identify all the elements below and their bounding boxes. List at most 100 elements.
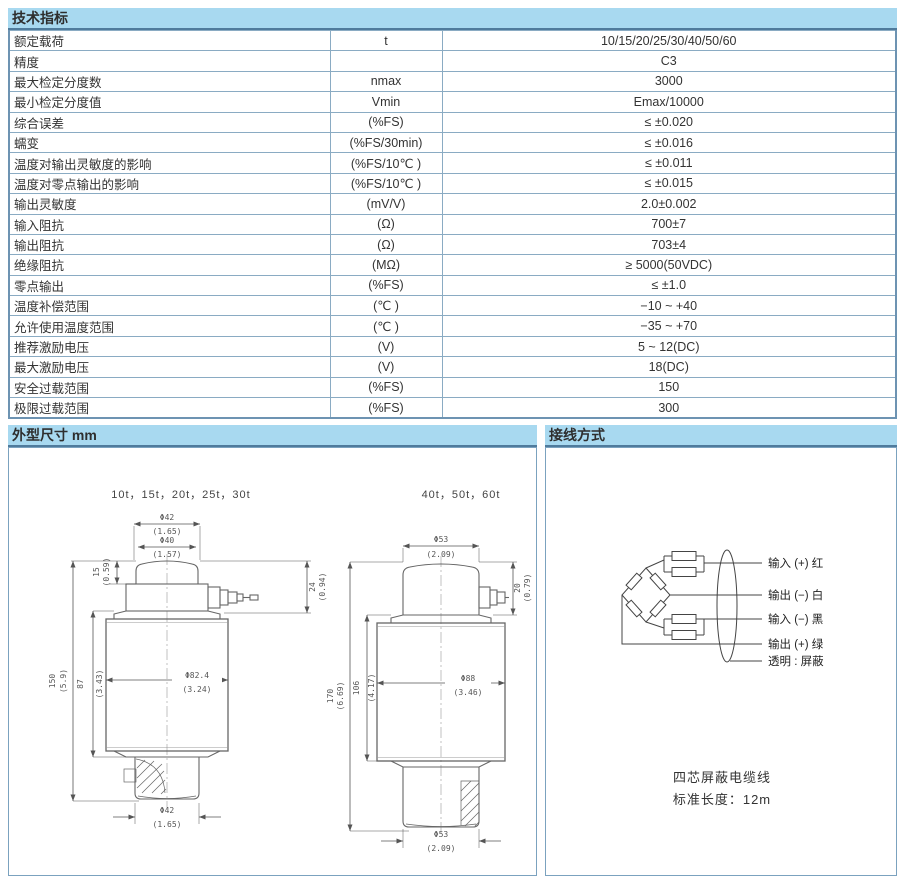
compensation-resistors-top [645, 551, 705, 577]
spec-cell-value: 300 [441, 397, 897, 419]
spec-cell-name: 温度对输出灵敏度的影响 [8, 152, 331, 174]
spec-row: 精度 C3 [8, 50, 897, 72]
section-hatch-small [123, 758, 167, 795]
dimensions-panel: 10t，15t，20t，25t，30t [8, 447, 537, 876]
spec-cell-unit: (V) [329, 356, 443, 378]
spec-cell-name: 输入阻抗 [8, 213, 331, 235]
lead-wires [621, 562, 762, 662]
spec-row: 温度对输出灵敏度的影响(%FS/10℃ )≤ ±0.011 [8, 152, 897, 174]
dim-text: 170 [326, 689, 335, 704]
dim-text: (1.65) [153, 527, 182, 536]
spec-cell-name: 最大检定分度数 [8, 70, 331, 93]
wiring-panel: 输入 (+) 红 输出 (−) 白 输入 (−) 黑 输出 (+) 绿 透明 :… [545, 447, 897, 876]
spec-cell-value: C3 [441, 50, 897, 72]
wire-label-input-plus: 输入 (+) 红 [768, 556, 823, 570]
spec-cell-name: 绝缘阻抗 [8, 254, 331, 276]
drawing-small-label: 10t，15t，20t，25t，30t [111, 489, 250, 501]
spec-row: 蠕变(%FS/30min)≤ ±0.016 [8, 131, 897, 154]
dims-small: Φ42 (1.65) Φ40 (1.57) 15 (0.59) [48, 513, 327, 829]
spec-cell-name: 温度补偿范围 [8, 295, 331, 317]
spec-row: 输出阻抗(Ω)703±4 [8, 233, 897, 256]
dim-text: (3.46) [454, 688, 483, 697]
spec-cell-value: ≤ ±1.0 [441, 274, 897, 297]
cable-connector-large [478, 586, 509, 609]
spec-row: 温度对零点输出的影响(%FS/10℃ )≤ ±0.015 [8, 172, 897, 195]
dim-text: 15 [92, 567, 101, 577]
spec-cell-value: ≤ ±0.020 [441, 111, 897, 133]
spec-cell-name: 零点输出 [8, 274, 331, 297]
spec-cell-unit: (%FS) [329, 376, 443, 399]
dim-text: 87 [76, 679, 85, 689]
dim-text: 106 [352, 681, 361, 696]
spec-cell-unit: (Ω) [329, 213, 443, 235]
dimensions-section: 外型尺寸 mm 10t，15t，20t，25t，30t [8, 425, 537, 876]
spec-row: 最大激励电压(V)18(DC) [8, 356, 897, 378]
spec-cell-unit: Vmin [329, 91, 443, 113]
wire-label-output-plus: 输出 (+) 绿 [768, 637, 824, 651]
spec-cell-unit: (Ω) [329, 233, 443, 256]
dim-text: Φ53 [434, 535, 449, 544]
dim-text: 24 [308, 582, 317, 592]
spec-cell-name: 输出灵敏度 [8, 193, 331, 215]
spec-cell-unit: (℃ ) [329, 295, 443, 317]
spec-cell-name: 最大激励电压 [8, 356, 331, 378]
spec-cell-unit: (%FS) [329, 274, 443, 297]
load-cell-small-drawing: 10t，15t，20t，25t，30t [105, 489, 259, 808]
spec-cell-value: Emax/10000 [441, 91, 897, 113]
wiring-section-title: 接线方式 [545, 425, 897, 447]
wire-labels: 输入 (+) 红 输出 (−) 白 输入 (−) 黑 输出 (+) 绿 透明 :… [768, 556, 824, 668]
dim-text: (3.43) [95, 670, 104, 699]
dim-text: 20 [513, 583, 522, 593]
cable-note-line2: 标准长度：12m [673, 792, 771, 807]
dimensions-section-title: 外型尺寸 mm [8, 425, 537, 447]
spec-cell-value: ≥ 5000(50VDC) [441, 254, 897, 276]
drawing-large-label: 40t，50t，60t [422, 489, 501, 501]
spec-row: 输入阻抗(Ω)700±7 [8, 213, 897, 235]
dim-text: Φ40 [160, 536, 175, 545]
spec-row: 极限过载范围(%FS)300 [8, 397, 897, 419]
spec-cell-value: 150 [441, 376, 897, 399]
spec-cell-value: −10 ~ +40 [441, 295, 897, 317]
spec-row: 允许使用温度范围(℃ )−35 ~ +70 [8, 315, 897, 337]
spec-cell-name: 安全过载范围 [8, 376, 331, 399]
spec-cell-name: 综合误差 [8, 111, 331, 133]
dim-text: (0.59) [102, 558, 111, 587]
dim-text: Φ42 [160, 513, 175, 522]
wiring-diagram: 输入 (+) 红 输出 (−) 白 输入 (−) 黑 输出 (+) 绿 透明 :… [621, 549, 824, 807]
dim-text: (1.57) [153, 550, 182, 559]
dim-text: (0.94) [318, 573, 327, 602]
dim-text: (6.69) [336, 682, 345, 711]
spec-cell-name: 蠕变 [8, 131, 331, 154]
spec-cell-unit: (%FS) [329, 111, 443, 133]
spec-cell-unit: t [329, 29, 443, 52]
spec-cell-name: 温度对零点输出的影响 [8, 172, 331, 195]
spec-cell-name: 精度 [8, 50, 331, 72]
dim-text: 150 [48, 674, 57, 689]
spec-cell-name: 允许使用温度范围 [8, 315, 331, 337]
compensation-resistors-bottom [645, 614, 705, 640]
spec-row: 综合误差(%FS)≤ ±0.020 [8, 111, 897, 133]
spec-cell-unit: (%FS) [329, 397, 443, 419]
spec-cell-name: 推荐激励电压 [8, 335, 331, 358]
spec-cell-value: 2.0±0.002 [441, 193, 897, 215]
bridge-circuit [621, 567, 671, 623]
spec-cell-value: ≤ ±0.015 [441, 172, 897, 195]
spec-row: 绝缘阻抗(MΩ)≥ 5000(50VDC) [8, 254, 897, 276]
wire-label-output-minus: 输出 (−) 白 [768, 588, 823, 602]
spec-cell-value: 3000 [441, 70, 897, 93]
spec-row: 安全过载范围(%FS)150 [8, 376, 897, 399]
cable-sheath-ellipse [716, 549, 738, 663]
spec-cell-name: 极限过载范围 [8, 397, 331, 419]
load-cell-large-drawing: 40t，50t，60t [376, 489, 509, 836]
spec-section-title: 技术指标 [8, 8, 897, 30]
spec-cell-value: −35 ~ +70 [441, 315, 897, 337]
dim-text: (2.09) [427, 844, 456, 853]
spec-row: 零点输出(%FS)≤ ±1.0 [8, 274, 897, 297]
spec-cell-value: 18(DC) [441, 356, 897, 378]
spec-cell-name: 最小检定分度值 [8, 91, 331, 113]
dim-text: (1.65) [153, 820, 182, 829]
